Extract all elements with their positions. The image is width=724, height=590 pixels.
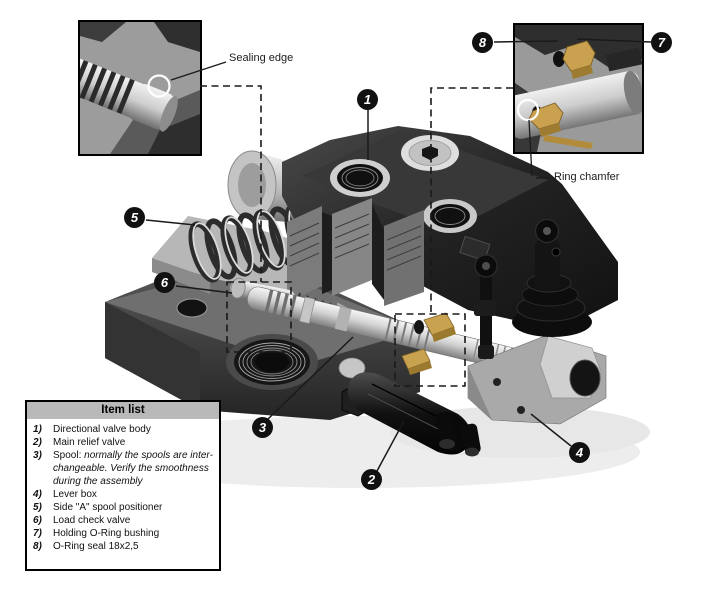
callout-3-number: 3 [258, 420, 267, 435]
top-port-1 [330, 159, 390, 197]
sealing-edge-detail-image [80, 22, 200, 154]
item-row-8: 8) O-Ring seal 18x2,5 [33, 540, 213, 553]
callout-4-number: 4 [575, 445, 584, 460]
item-text: Spool: normally the spools are inter-cha… [53, 450, 213, 487]
hex-plug [401, 135, 459, 171]
item-number: 6) [33, 515, 42, 526]
item-list-body: 1) Directional valve body 2) Main relief… [27, 419, 219, 553]
item-number: 7) [33, 528, 42, 539]
item-text: Load check valve [53, 515, 131, 526]
callout-6-badge: 6 [154, 272, 175, 293]
callout-5-badge: 5 [124, 207, 145, 228]
item-list-box: Item list 1) Directional valve body 2) M… [25, 400, 221, 571]
sectioned-columns [287, 198, 424, 306]
item-number: 4) [33, 489, 42, 500]
item-list-title: Item list [27, 402, 219, 419]
item-row-3: 3) Spool: normally the spools are inter-… [33, 449, 213, 488]
sealing-edge-label: Sealing edge [229, 52, 294, 64]
item-number: 2) [33, 437, 42, 448]
callout-2-number: 2 [367, 472, 376, 487]
callout-6-number: 6 [160, 275, 169, 290]
top-port-2 [423, 199, 477, 233]
inset-ring-chamfer [513, 23, 644, 154]
item-text: Side "A" spool positioner [53, 502, 163, 513]
ring-chamfer-detail-image [515, 25, 642, 152]
item-row-7: 7) Holding O-Ring bushing [33, 527, 213, 540]
callout-7-badge: 7 [651, 32, 672, 53]
callout-4-badge: 4 [569, 442, 590, 463]
callout-5-number: 5 [130, 210, 139, 225]
item-text: Directional valve body [53, 424, 151, 435]
item-row-2: 2) Main relief valve [33, 436, 213, 449]
item-row-1: 1) Directional valve body [33, 423, 213, 436]
item-text: O-Ring seal 18x2,5 [53, 541, 139, 552]
item-row-4: 4) Lever box [33, 488, 213, 501]
lever-boot [512, 218, 592, 337]
item-number: 1) [33, 424, 42, 435]
item-number: 8) [33, 541, 42, 552]
callout-1-number: 1 [363, 92, 372, 107]
lever-box [467, 335, 607, 425]
item-text: Main relief valve [53, 437, 126, 448]
callout-8-badge: 8 [472, 32, 493, 53]
threaded-bore [226, 334, 318, 390]
item-number: 3) [33, 450, 42, 461]
item-text: Holding O-Ring bushing [53, 528, 160, 539]
inset-sealing-edge [78, 20, 202, 156]
item-row-5: 5) Side "A" spool positioner [33, 501, 213, 514]
callout-2-badge: 2 [361, 469, 382, 490]
main-relief-valve [338, 357, 481, 457]
ring-chamfer-label: Ring chamfer [554, 171, 620, 183]
callout-1-badge: 1 [357, 89, 378, 110]
item-row-6: 6) Load check valve [33, 514, 213, 527]
callout-3-badge: 3 [252, 417, 273, 438]
callout-7-number: 7 [657, 35, 666, 50]
callout-8-number: 8 [478, 35, 487, 50]
item-number: 5) [33, 502, 42, 513]
item-text: Lever box [53, 489, 97, 500]
